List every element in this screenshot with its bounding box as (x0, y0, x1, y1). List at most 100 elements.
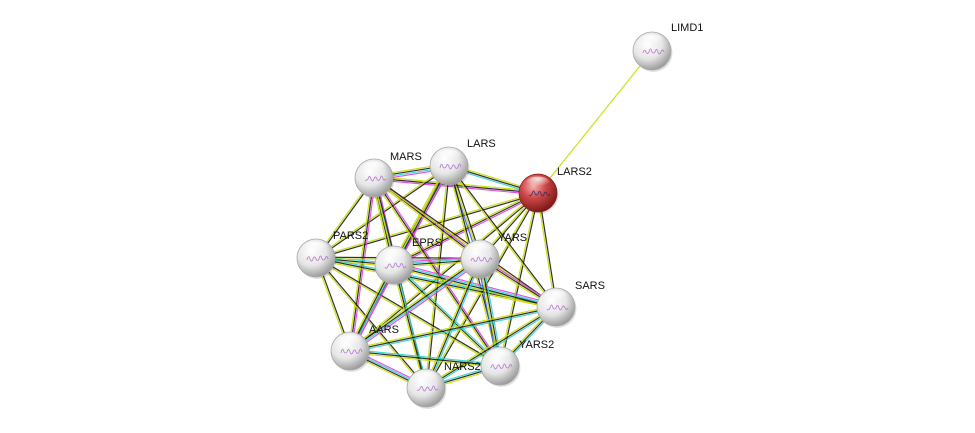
protein-structure-icon (528, 190, 551, 197)
edge-line-coexpression (349, 177, 375, 352)
node-sars[interactable]: SARS (536, 280, 605, 328)
edge-aars-yars2[interactable] (349, 348, 501, 369)
edge-line-textmining (349, 191, 538, 351)
edge-yars-nars2[interactable] (423, 258, 483, 389)
node-highlight (544, 290, 568, 303)
edge-lars2-limd1[interactable] (537, 50, 653, 194)
edge-line-database (394, 263, 557, 307)
protein-structure-icon (364, 175, 387, 182)
edge-line-coexpression (374, 176, 557, 307)
node-highlight (468, 242, 492, 255)
protein-structure-icon (546, 304, 569, 311)
edge-line-textmining (424, 305, 556, 388)
node-yars[interactable]: YARS (460, 232, 527, 280)
edge-line-experiments (374, 176, 502, 366)
node-label-mars: MARS (390, 151, 422, 163)
edge-line-coexpression (425, 258, 481, 389)
edge-line-textmining (537, 50, 653, 194)
edge-line-coexpression (393, 265, 556, 309)
node-highlight (382, 248, 406, 261)
node-eprs[interactable]: EPRS (374, 237, 442, 286)
node-label-aars: AARS (369, 324, 399, 336)
edge-layer (314, 50, 653, 391)
edge-eprs-yars2[interactable] (392, 263, 502, 368)
node-highlight (526, 176, 550, 189)
edge-line-textmining (315, 191, 538, 258)
edge-line-textmining (423, 258, 480, 388)
edge-line-database (394, 263, 502, 366)
node-highlight (488, 349, 512, 362)
node-label-lars: LARS (467, 138, 496, 150)
edge-eprs-nars2[interactable] (391, 264, 429, 389)
node-nars2[interactable]: NARS2 (406, 361, 481, 409)
edge-lars-sars[interactable] (447, 165, 558, 308)
edge-line-coexpression (316, 193, 539, 260)
edge-line-textmining (447, 166, 556, 308)
edge-line-coexpression (349, 350, 501, 367)
node-lars[interactable]: LARS (429, 138, 496, 187)
node-label-eprs: EPRS (412, 237, 442, 249)
edge-line-textmining (349, 304, 556, 351)
protein-structure-icon (416, 385, 439, 392)
edge-sars-aars[interactable] (349, 304, 557, 354)
edge-line-database (426, 259, 483, 389)
node-highlight (640, 34, 664, 47)
protein-structure-icon (642, 48, 665, 55)
node-pars2[interactable]: PARS2 (296, 230, 368, 279)
edge-line-coexpression (425, 306, 557, 389)
node-highlight (362, 161, 386, 174)
edge-line-coexpression (349, 306, 557, 352)
edge-line-textmining (372, 178, 480, 261)
protein-structure-icon (490, 363, 513, 370)
edge-line-database (350, 307, 557, 354)
node-highlight (304, 241, 328, 254)
edge-mars-aars[interactable] (347, 177, 377, 352)
protein-structure-icon (470, 256, 493, 263)
node-label-pars2: PARS2 (333, 230, 368, 242)
protein-structure-icon (306, 255, 329, 262)
node-highlight (338, 334, 362, 347)
node-label-lars2: LARS2 (557, 166, 592, 178)
node-label-yars: YARS (498, 232, 527, 244)
edge-line-experiments (351, 260, 482, 354)
edge-line-database (350, 259, 481, 353)
node-yars2[interactable]: YARS2 (480, 339, 554, 387)
edge-lars2-pars2[interactable] (315, 191, 539, 260)
edge-line-coexpression (393, 264, 501, 367)
edge-line-textmining (393, 266, 556, 310)
edge-yars-aars[interactable] (348, 256, 482, 354)
edge-line-textmining (392, 265, 500, 368)
node-label-nars2: NARS2 (444, 361, 481, 373)
edge-line-database (350, 348, 501, 366)
node-label-sars: SARS (575, 280, 605, 292)
node-mars[interactable]: MARS (354, 151, 422, 199)
edge-eprs-sars[interactable] (393, 262, 557, 310)
edge-line-experiments (394, 262, 557, 306)
edge-line-experiments (350, 178, 377, 352)
node-label-limd1: LIMD1 (671, 22, 703, 34)
edge-line-textmining (315, 258, 556, 310)
protein-structure-icon (384, 262, 407, 269)
edge-line-coexpression (373, 177, 501, 367)
edge-line-textmining (391, 265, 426, 389)
edge-line-coexpression (349, 257, 480, 351)
node-highlight (414, 371, 438, 384)
node-lars2[interactable]: LARS2 (518, 166, 592, 214)
node-highlight (437, 149, 461, 162)
node-aars[interactable]: AARS (330, 324, 399, 372)
protein-structure-icon (439, 163, 462, 170)
edge-line-coexpression (393, 264, 427, 389)
edge-line-textmining (349, 351, 500, 369)
edge-pars2-nars2[interactable] (314, 257, 428, 389)
protein-structure-icon (340, 348, 363, 355)
edge-line-database (394, 264, 429, 388)
node-limd1[interactable]: LIMD1 (632, 22, 703, 72)
edge-line-textmining (348, 256, 479, 350)
edge-line-coexpression (449, 165, 558, 307)
edge-line-coexpression (316, 257, 428, 388)
edge-line-textmining (347, 177, 374, 351)
edge-line-textmining (314, 258, 426, 389)
node-label-yars2: YARS2 (519, 339, 554, 351)
